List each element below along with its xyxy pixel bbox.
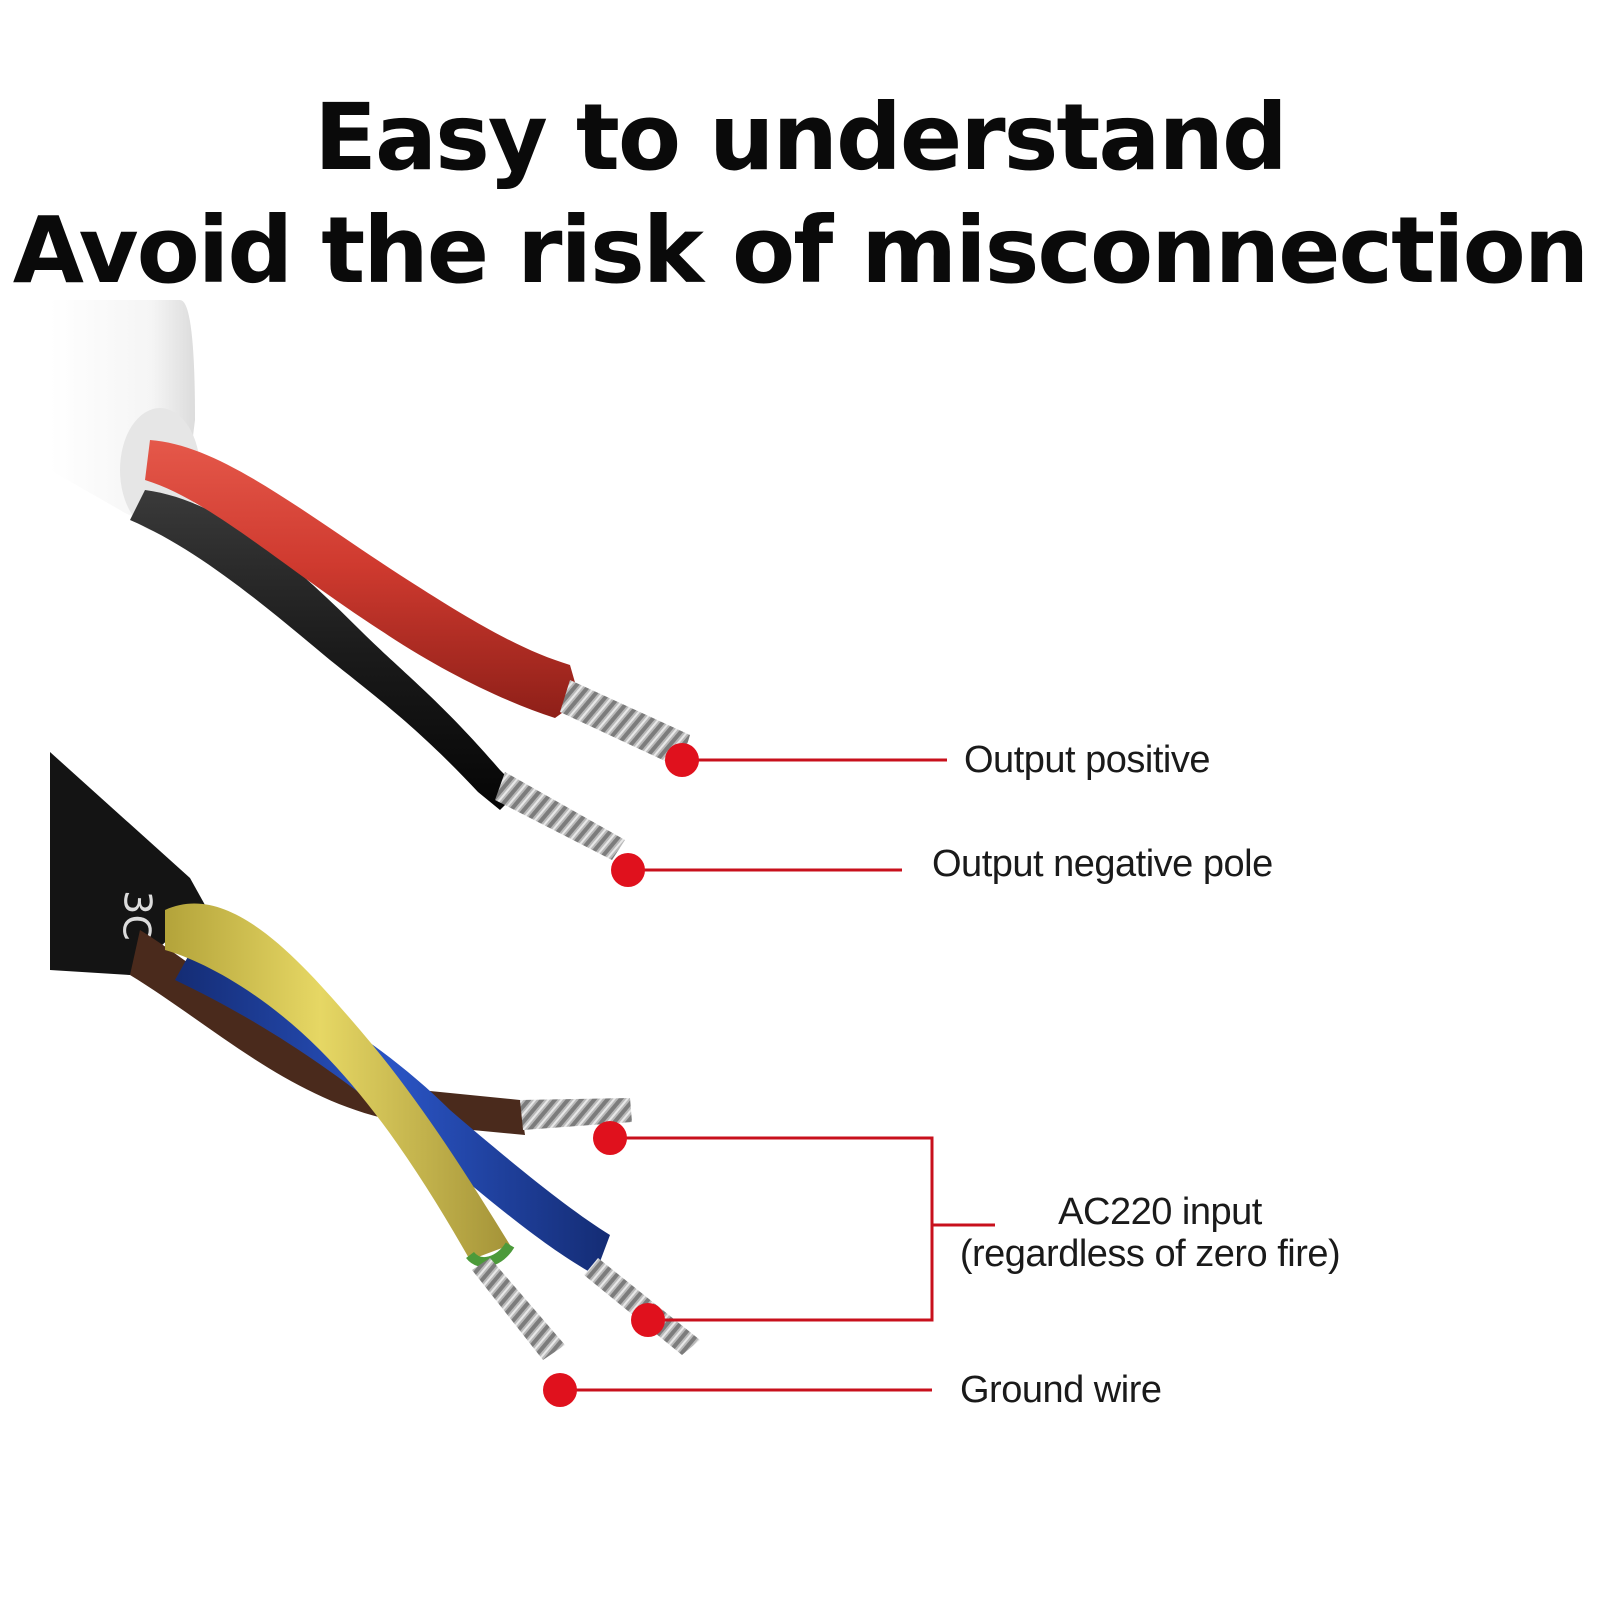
headline-line-2: Avoid the risk of misconnection	[12, 197, 1590, 304]
black-three-core-cable: 3C	[50, 752, 700, 1360]
label-output-negative-pole: Output negative pole	[932, 843, 1273, 885]
ac-input-brown-marker	[593, 1121, 627, 1155]
ac-input-blue-marker	[631, 1303, 665, 1337]
label-output-positive: Output positive	[964, 739, 1210, 781]
red-wire	[145, 440, 580, 718]
ground-wire-marker	[543, 1373, 577, 1407]
ac-input-bracket	[610, 1136, 934, 1322]
output-positive-marker	[665, 743, 699, 777]
label-ground-wire: Ground wire	[960, 1369, 1162, 1411]
cable-marking: 3C	[114, 890, 160, 942]
ground-wire-strands	[472, 1258, 565, 1360]
black-wire	[130, 490, 520, 810]
white-two-core-cable	[50, 300, 690, 860]
yellow-green-wire	[165, 903, 510, 1260]
brown-wire-strands	[520, 1098, 632, 1130]
red-wire-strands	[560, 680, 690, 768]
output-negative-marker	[611, 853, 645, 887]
black-wire-strands	[495, 772, 625, 860]
headline-line-1: Easy to understand	[314, 84, 1288, 191]
callouts	[543, 743, 995, 1407]
label-ac220-input-note: (regardless of zero fire)	[959, 1233, 1341, 1275]
label-ac220-input: AC220 input	[1058, 1191, 1262, 1233]
